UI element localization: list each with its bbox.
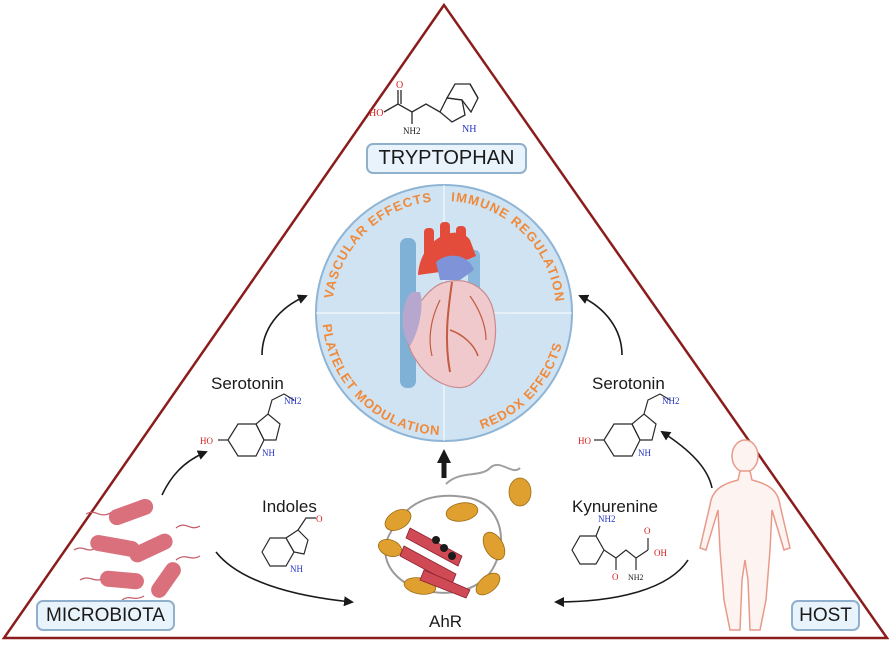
serotonin-molecule-right	[594, 393, 671, 457]
serotonin-label-right: Serotonin	[592, 374, 665, 393]
atom-label-nh: NH	[462, 124, 476, 135]
atom-label-nh2: NH2	[598, 514, 616, 524]
tryptophan-molecule	[383, 83, 479, 124]
pathway-arrows	[161, 294, 713, 607]
human-silhouette-icon	[699, 439, 791, 631]
microbiota-box: MICROBIOTA	[36, 600, 175, 631]
kynurenine-label: Kynurenine	[572, 497, 659, 516]
atom-label-nh2: NH2	[628, 573, 644, 582]
ahr-protein-icon	[377, 463, 532, 599]
atom-label-nh2: NH2	[662, 396, 680, 406]
host-box: HOST	[791, 600, 860, 631]
microbiota-label: MICROBIOTA	[46, 605, 165, 626]
serotonin-molecule-left	[218, 393, 295, 457]
atom-label-nh: NH	[262, 448, 275, 458]
tryptophan-box: TRYPTOPHAN	[366, 143, 527, 174]
indoles-label: Indoles	[262, 497, 317, 516]
kynurenine-molecule	[571, 525, 649, 570]
atom-label-nh2: NH2	[403, 126, 421, 136]
atom-label-ho: HO	[369, 108, 383, 119]
atom-label-nh: NH	[290, 564, 303, 574]
serotonin-label-left: Serotonin	[211, 374, 284, 393]
atom-label-nh2: NH2	[284, 396, 302, 406]
bacteria-icon	[73, 498, 201, 601]
heart-icon	[400, 222, 497, 389]
atom-label-o: O	[396, 80, 403, 91]
atom-label-o: O	[316, 514, 323, 524]
atom-label-ho: HO	[578, 436, 591, 446]
ahr-label: AhR	[429, 612, 463, 631]
atom-label-o: O	[612, 572, 619, 582]
atom-label-oh: OH	[654, 548, 667, 558]
host-label: HOST	[799, 605, 852, 626]
tryptophan-label: TRYPTOPHAN	[378, 147, 515, 169]
indoles-molecule	[261, 517, 316, 567]
atom-label-o: O	[644, 526, 651, 536]
atom-label-nh: NH	[638, 448, 651, 458]
atom-label-ho: HO	[200, 436, 213, 446]
